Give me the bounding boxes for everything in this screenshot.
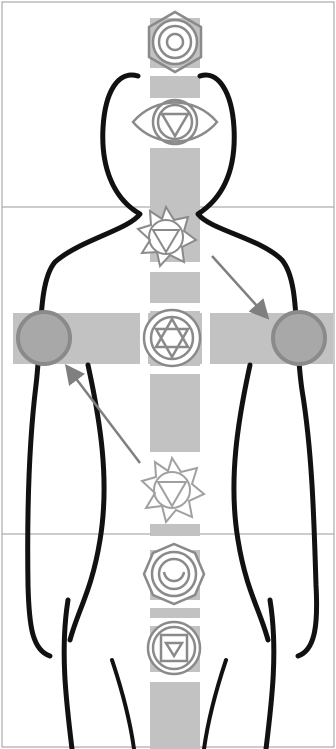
arrow-throat-to-right-arm <box>212 256 266 316</box>
heart-chakra-icon <box>144 310 200 366</box>
channel-gap <box>202 313 210 364</box>
left-shoulder-node <box>18 312 70 364</box>
left-inner-leg <box>112 660 134 749</box>
right-shoulder-node <box>273 312 325 364</box>
sacral-chakra-icon <box>144 544 204 604</box>
right-arm-inner <box>234 365 268 640</box>
right-inner-leg <box>204 660 226 749</box>
left-arm-inner <box>70 365 104 640</box>
right-leg-outline <box>266 600 274 749</box>
left-leg-outline <box>64 600 72 749</box>
channel-gap <box>148 262 202 272</box>
root-chakra-icon <box>148 622 200 674</box>
third-eye-chakra-icon <box>133 100 217 144</box>
channel-gap <box>148 366 202 374</box>
